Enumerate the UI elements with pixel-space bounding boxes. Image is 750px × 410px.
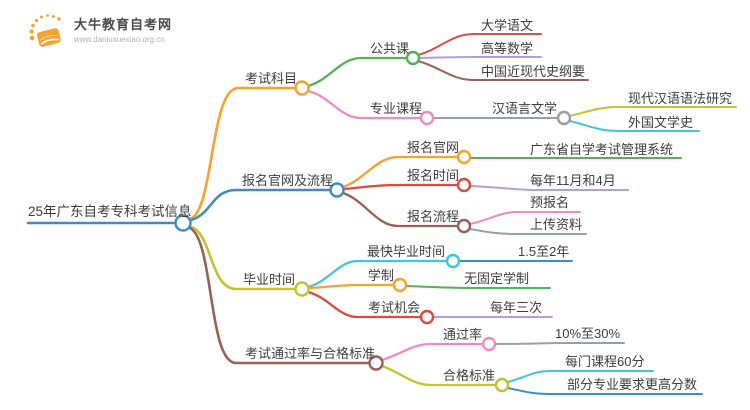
- junction-registration-time: [456, 177, 472, 193]
- node-registration-site-process: 报名官网及流程: [242, 173, 333, 188]
- edge-sixty-points: [507, 370, 654, 383]
- site-logo: 大牛教育自考网 www.daniuxuexiao.org.cn: [28, 12, 172, 50]
- node-exam-subjects: 考试科目: [245, 71, 297, 86]
- edge-pass-rate-standard: [188, 226, 371, 365]
- node-advanced-math: 高等数学: [481, 41, 533, 56]
- node-pre-registration: 预报名: [530, 195, 569, 210]
- node-upload-materials: 上传资料: [530, 217, 582, 232]
- junction-exam-opportunities: [419, 309, 435, 325]
- edge-registration-process: [341, 191, 459, 228]
- node-root: 25年广东自考专科考试信息: [28, 203, 192, 219]
- node-pass-rate-standard: 考试通过率与合格标准: [245, 346, 375, 361]
- node-schooling-length: 学制: [368, 268, 394, 283]
- node-rate-value: 10%至30%: [555, 326, 620, 341]
- node-registration-website: 报名官网: [407, 140, 459, 155]
- junction-exam-subjects: [294, 80, 310, 96]
- junction-schooling-length: [392, 277, 408, 293]
- node-sixty-points: 每门课程60分: [565, 354, 644, 369]
- node-fastest-graduation: 最快毕业时间: [367, 244, 445, 259]
- node-exam-opportunities: 考试机会: [368, 300, 420, 315]
- edge-no-fixed-length: [405, 285, 551, 289]
- node-modern-chinese-grammar: 现代汉语语法研究: [628, 91, 732, 106]
- edge-graduation-time: [189, 225, 297, 291]
- node-passing-standard: 合格标准: [443, 368, 495, 383]
- edge-major-courses: [306, 89, 422, 120]
- junction-pass-rate: [481, 336, 497, 352]
- edge-foreign-literature-history: [569, 120, 700, 132]
- junction-fastest-graduation: [445, 253, 461, 269]
- edge-pass-rate: [380, 342, 484, 362]
- edge-passing-standard: [380, 364, 497, 387]
- node-registration-time: 报名时间: [407, 168, 459, 183]
- edge-advanced-math: [418, 56, 542, 59]
- edge-registration-time: [342, 183, 459, 191]
- edge-registration-site-process: [189, 188, 332, 222]
- junction-public-courses: [405, 50, 421, 66]
- junction-registration-website: [456, 149, 472, 165]
- book-logo-icon: [29, 14, 61, 47]
- node-nov-april: 每年11月和4月: [530, 173, 616, 188]
- node-modern-chinese-history: 中国近现代史纲要: [481, 64, 585, 79]
- site-name: 大牛教育自考网: [74, 16, 173, 32]
- edge-higher-scores: [507, 387, 703, 395]
- node-higher-scores: 部分专业要求更高分数: [567, 377, 697, 392]
- edge-nov-april: [469, 185, 629, 191]
- edge-college-chinese: [417, 33, 542, 56]
- node-public-courses: 公共课: [370, 41, 409, 56]
- node-graduation-time: 毕业时间: [243, 272, 295, 287]
- node-three-times-year: 每年三次: [490, 300, 542, 315]
- node-major-courses: 专业课程: [370, 101, 422, 116]
- node-no-fixed-length: 无固定学制: [464, 271, 529, 286]
- node-one-half-two-years: 1.5至2年: [518, 244, 569, 259]
- site-url: www.daniuxuexiao.org.cn: [74, 34, 165, 44]
- junction-registration-site-process: [329, 182, 345, 198]
- edge-fastest-graduation: [306, 259, 448, 289]
- edge-registration-website: [341, 155, 459, 189]
- node-chinese-language-literature: 汉语言文学: [492, 101, 557, 116]
- junction-pass-rate-standard: [368, 355, 384, 371]
- edge-rate-value: [494, 342, 625, 345]
- junction-chinese-language-literature: [556, 110, 572, 126]
- node-guangdong-selfstudy-system: 广东省自学考试管理系统: [530, 142, 673, 157]
- junction-graduation-time: [294, 281, 310, 297]
- edge-exam-opportunities: [306, 290, 422, 319]
- node-registration-process: 报名流程: [407, 209, 459, 224]
- edge-modern-chinese-history: [417, 60, 589, 81]
- node-pass-rate: 通过率: [443, 327, 482, 342]
- edge-pre-registration: [469, 211, 581, 225]
- edge-schooling-length: [307, 283, 395, 290]
- edge-modern-chinese-grammar: [569, 106, 737, 117]
- edge-upload-materials: [469, 228, 587, 235]
- junction-registration-process: [456, 218, 472, 234]
- junction-root: [174, 214, 192, 232]
- edge-public-courses: [306, 56, 408, 88]
- junction-major-courses: [419, 110, 435, 126]
- node-college-chinese: 大学语文: [481, 18, 533, 33]
- junction-passing-standard: [494, 377, 510, 393]
- edge-exam-subjects: [188, 86, 297, 221]
- node-foreign-literature-history: 外国文学史: [628, 115, 693, 130]
